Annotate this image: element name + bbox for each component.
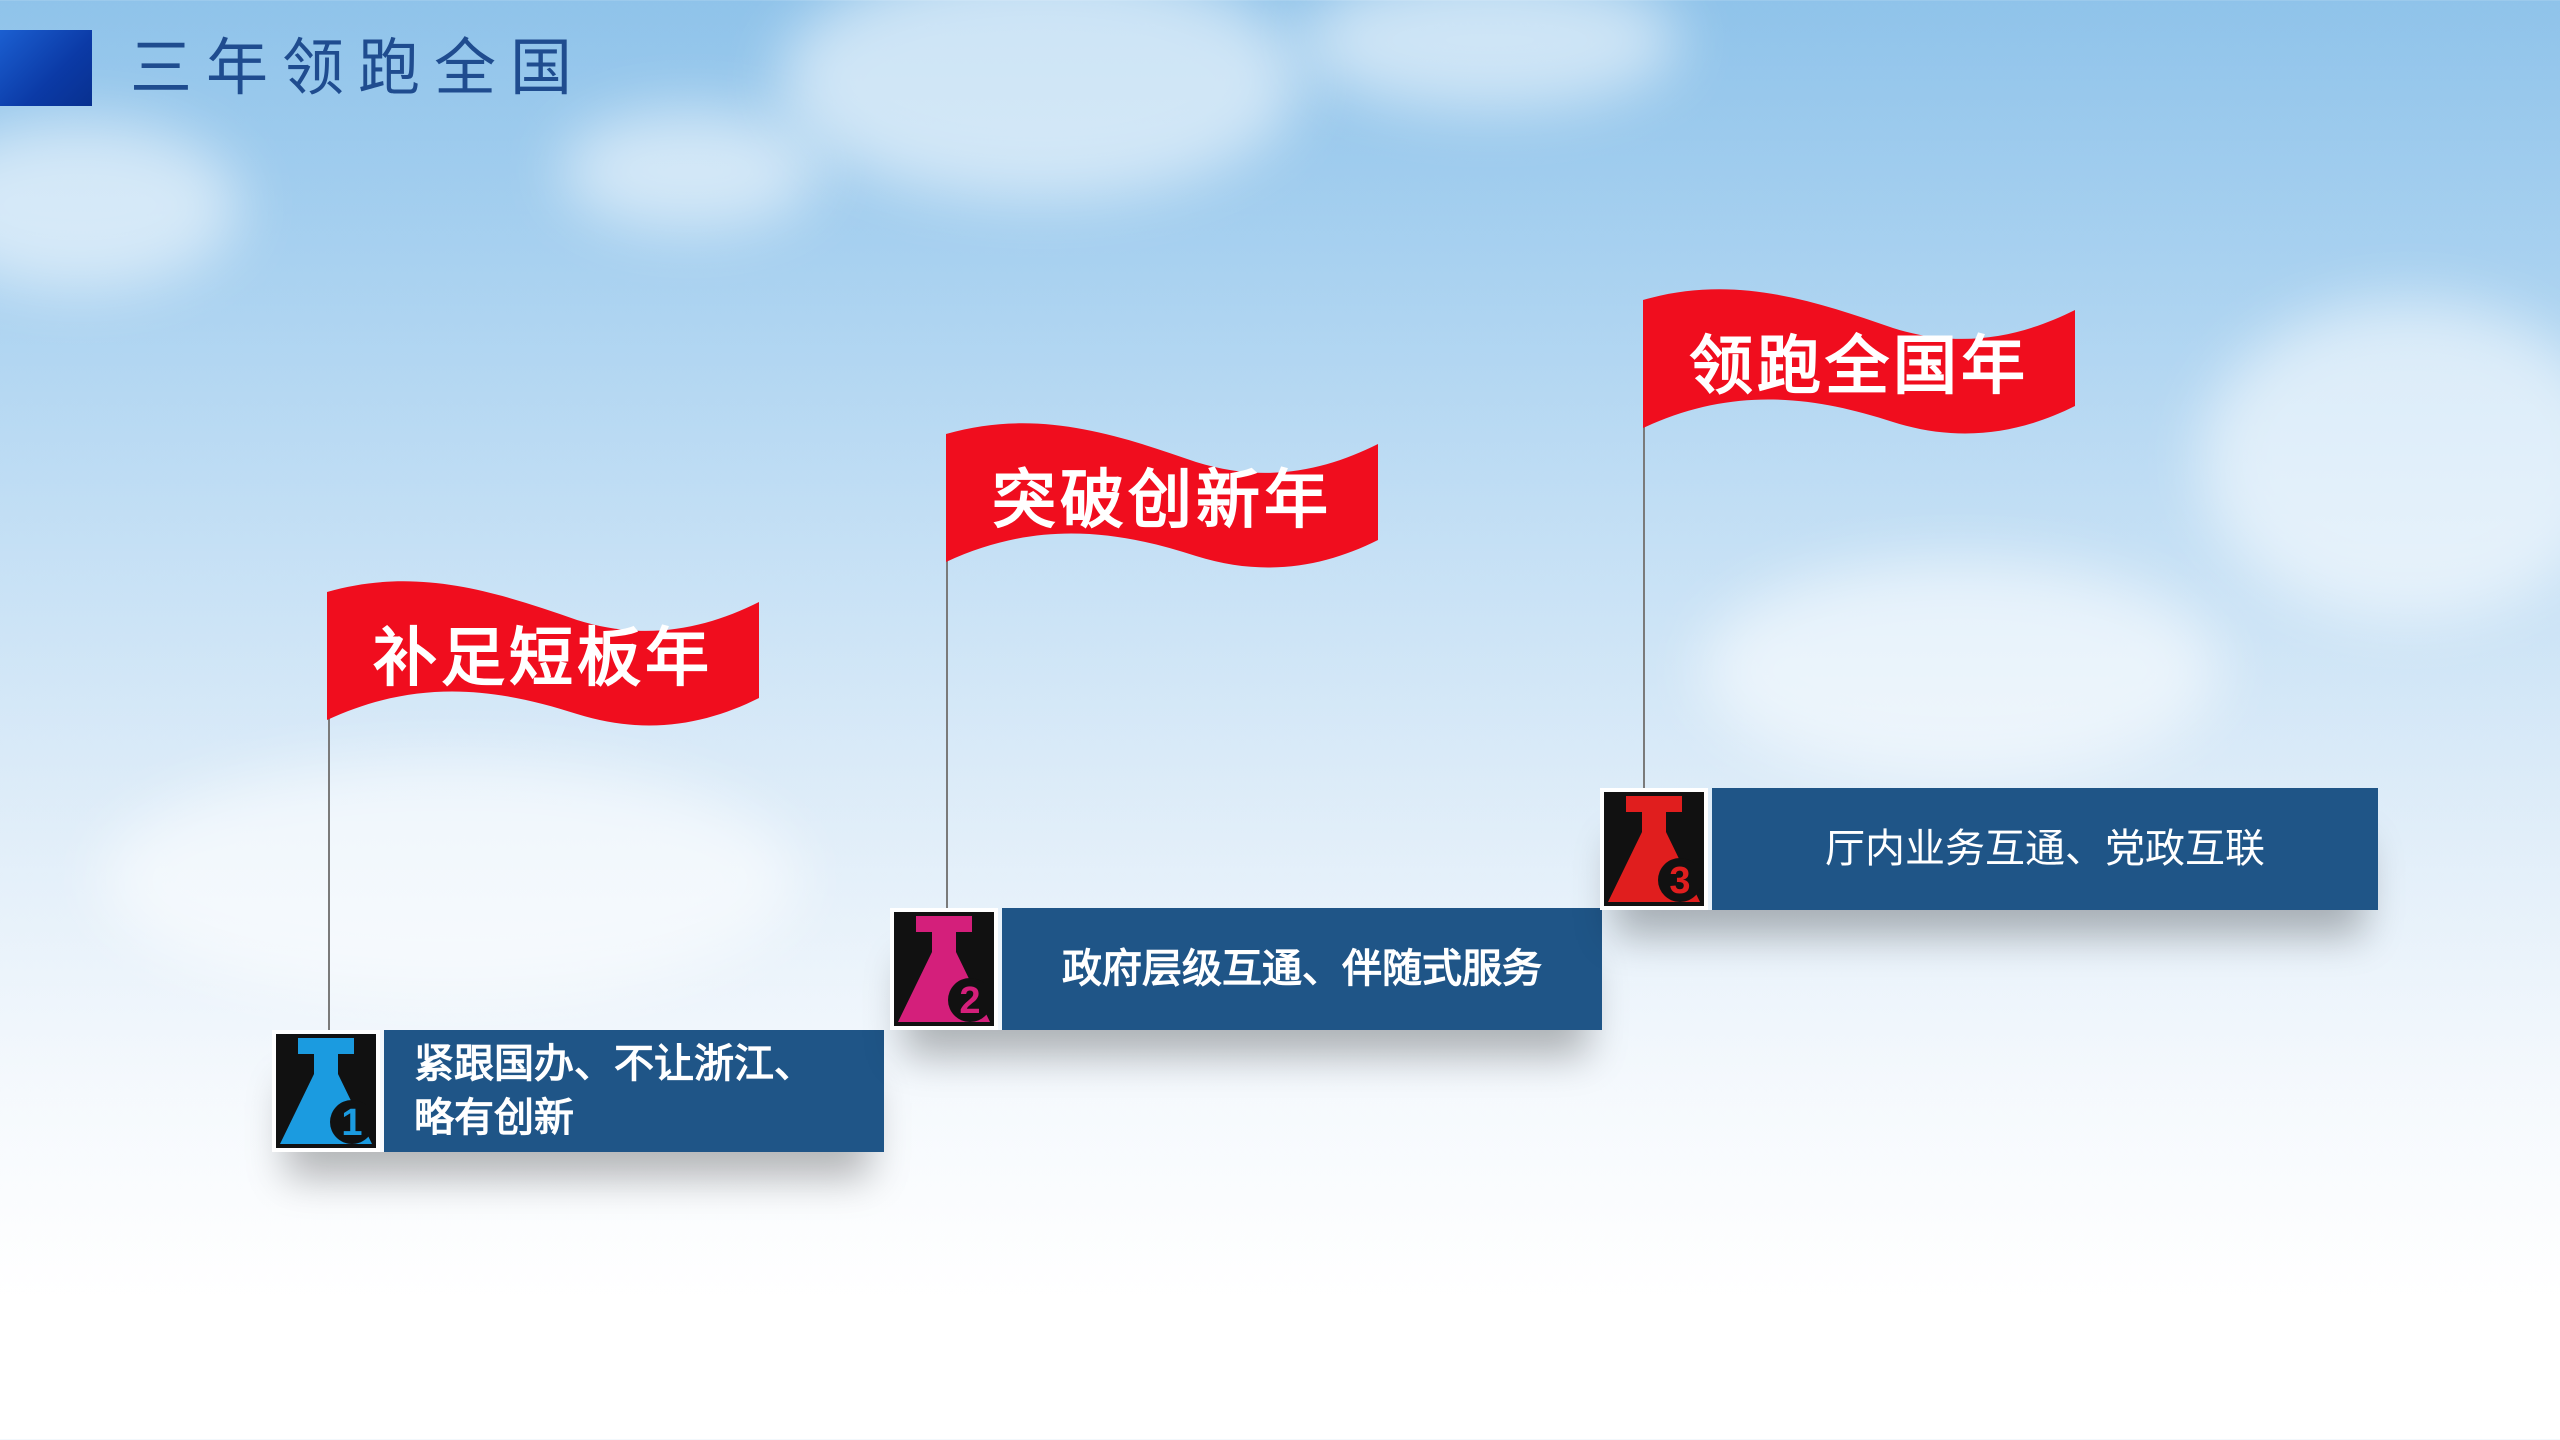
- step-icon-box: 3: [1600, 788, 1708, 910]
- step-description-box: 厅内业务互通、党政互联: [1712, 788, 2378, 910]
- cloud: [780, 0, 1300, 200]
- page-title: 三年领跑全国: [130, 31, 587, 104]
- step-icon-box: 2: [890, 908, 998, 1030]
- step-description-line: 略有创新: [414, 1095, 574, 1141]
- flag-1: 补足短板年: [327, 578, 759, 728]
- flag-label: 领跑全国年: [1689, 329, 2029, 404]
- flag-2: 突破创新年: [946, 420, 1378, 570]
- step-1: 1 紧跟国办、不让浙江、 略有创新: [272, 1030, 884, 1152]
- flask-icon: 2: [894, 912, 994, 1026]
- step-description-line: 紧跟国办、不让浙江、: [414, 1041, 814, 1087]
- title-accent-block: [0, 30, 92, 106]
- flag-label: 补足短板年: [373, 621, 713, 696]
- step-icon-box: 1: [272, 1030, 380, 1152]
- step-description: 厅内业务互通、党政互联: [1825, 826, 2265, 872]
- cloud: [1700, 560, 2220, 780]
- flag-pole: [328, 700, 330, 1040]
- flask-icon: 1: [276, 1034, 376, 1148]
- flag-pole: [1643, 410, 1645, 790]
- step-description-box: 紧跟国办、不让浙江、 略有创新: [384, 1030, 884, 1152]
- flag-3: 领跑全国年: [1643, 286, 2075, 436]
- step-3: 3 厅内业务互通、党政互联: [1600, 788, 2378, 910]
- flag-shape: [1643, 289, 2075, 434]
- step-number: 3: [1669, 860, 1690, 902]
- cloud: [1300, 0, 1680, 110]
- flag-pole: [946, 545, 948, 913]
- step-2: 2 政府层级互通、伴随式服务: [890, 908, 1602, 1030]
- step-number: 2: [959, 980, 980, 1022]
- flag-shape: [327, 581, 759, 726]
- flag-shape: [946, 423, 1378, 568]
- step-number: 1: [341, 1102, 362, 1144]
- step-description-box: 政府层级互通、伴随式服务: [1002, 908, 1602, 1030]
- cloud: [100, 760, 800, 1000]
- flag-label: 突破创新年: [992, 463, 1332, 538]
- cloud: [0, 120, 240, 290]
- step-description: 政府层级互通、伴随式服务: [1062, 946, 1542, 992]
- cloud: [560, 110, 820, 230]
- flask-icon: 3: [1604, 792, 1704, 906]
- cloud: [2200, 300, 2560, 620]
